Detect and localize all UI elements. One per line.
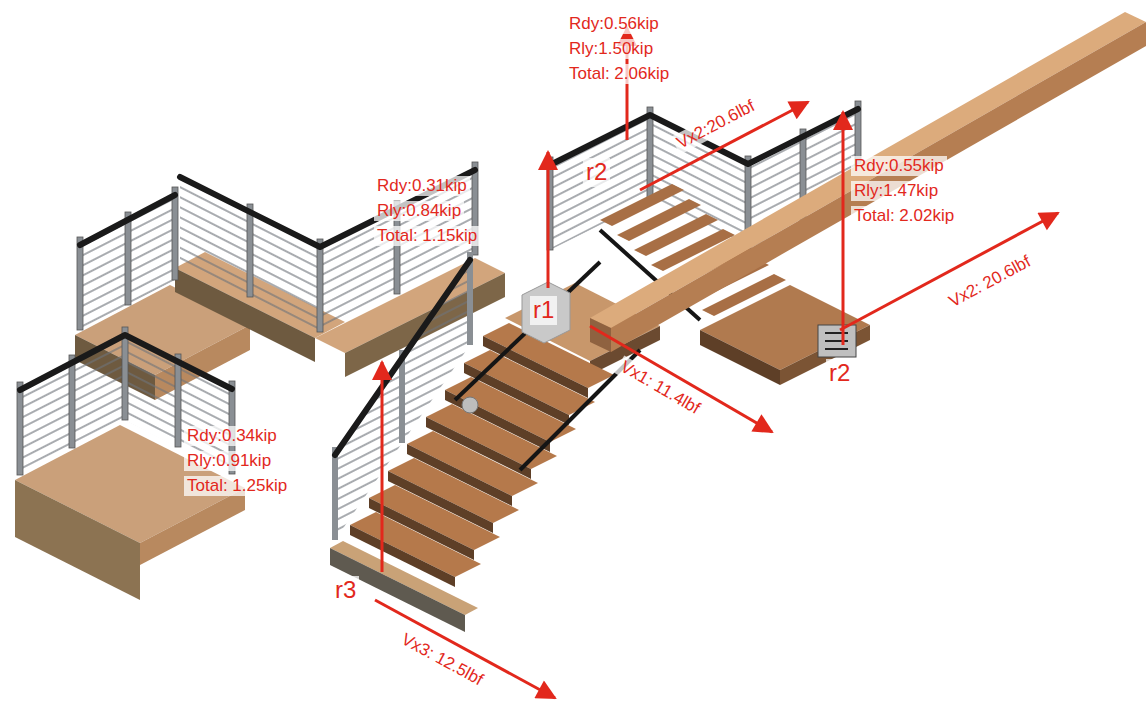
- support-id: r2: [826, 359, 853, 388]
- post: [247, 204, 253, 297]
- support-block: [522, 282, 570, 343]
- post: [175, 354, 181, 447]
- newel-ball: [462, 397, 478, 413]
- stair-railing: [335, 260, 470, 540]
- post: [125, 212, 131, 305]
- railing-posts: [17, 101, 861, 475]
- shear-value: Vx1: 11.4lbf: [614, 355, 706, 420]
- beam-face: [611, 22, 1146, 352]
- top-rail: [20, 335, 232, 390]
- reaction-value: Rdy:0.56kip: [566, 14, 662, 34]
- force-arrow: [840, 213, 1058, 330]
- support-id: r3: [332, 576, 359, 605]
- post: [77, 237, 83, 330]
- reaction-value: Rdy:0.31kip: [374, 176, 470, 196]
- shear-value: Vx3: 12.5lbf: [395, 628, 489, 692]
- force-arrow: [547, 152, 550, 288]
- reaction-value: Rly:1.47kip: [851, 181, 941, 201]
- force-arrow: [381, 362, 384, 572]
- support-id: r2: [583, 158, 610, 187]
- shear-value: Vx2:20.6lbf: [671, 95, 761, 155]
- landing-face: [780, 325, 870, 385]
- force-arrow: [842, 112, 845, 345]
- top-rail: [335, 260, 470, 455]
- force-arrow: [375, 600, 555, 698]
- shear-value: Vx2: 20.6lbf: [943, 250, 1037, 313]
- landing-wall: [140, 488, 245, 565]
- anchor-bolts: [825, 333, 848, 349]
- post: [17, 382, 23, 475]
- reaction-value: Rly:1.50kip: [566, 39, 656, 59]
- stringer: [455, 262, 600, 400]
- cable-railing: [20, 335, 125, 475]
- post: [172, 187, 178, 280]
- post: [317, 239, 323, 332]
- reaction-total: Total: 1.15kip: [374, 226, 480, 246]
- beam-top: [590, 12, 1146, 328]
- top-rail: [80, 195, 175, 245]
- force-arrow: [590, 326, 772, 432]
- reaction-total: Total: 2.06kip: [566, 64, 672, 84]
- reaction-arrows: [375, 28, 1058, 698]
- tread-face: [350, 525, 455, 587]
- reaction-total: Total: 1.25kip: [184, 476, 290, 496]
- reaction-value: Rly:0.91kip: [184, 451, 274, 471]
- landing-wall: [15, 480, 140, 600]
- bolt: [825, 348, 848, 350]
- post: [122, 327, 128, 420]
- support-id: r1: [530, 296, 557, 325]
- bolt: [825, 332, 848, 334]
- post: [69, 355, 75, 448]
- bolt: [825, 340, 848, 342]
- landing-face: [700, 330, 780, 385]
- reaction-value: Rdy:0.55kip: [851, 156, 947, 176]
- cable-railing: [80, 195, 175, 330]
- anchor-plate: [818, 325, 856, 357]
- post: [332, 447, 338, 540]
- reaction-value: Rly:0.84kip: [374, 201, 464, 221]
- cable-railing: [180, 177, 320, 332]
- reaction-value: Rdy:0.34kip: [184, 426, 280, 446]
- reaction-total: Total: 2.02kip: [851, 206, 957, 226]
